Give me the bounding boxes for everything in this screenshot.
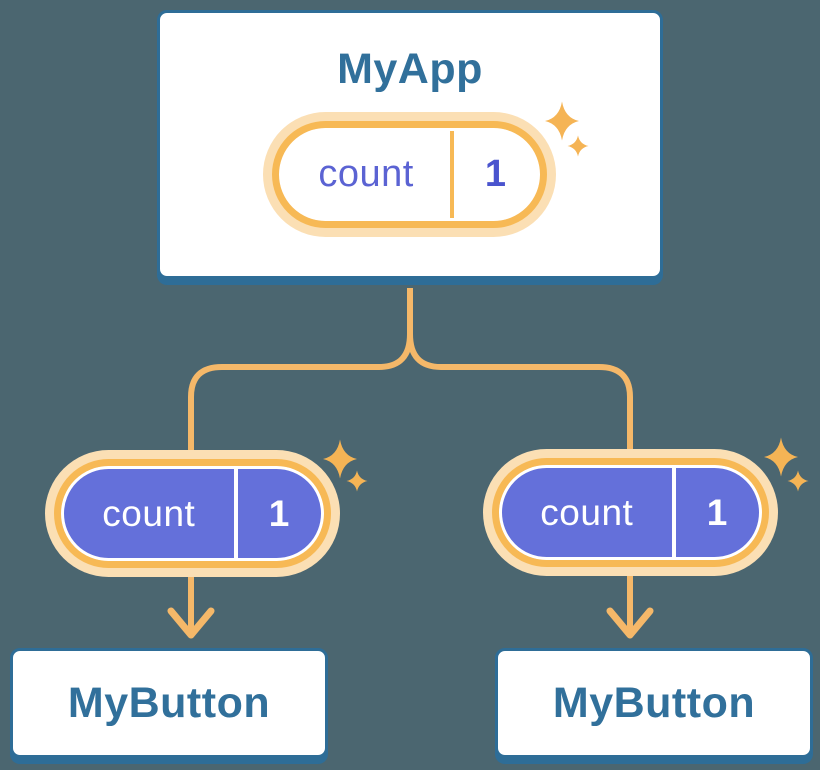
root-component-title: MyApp <box>337 45 483 93</box>
child-state-pill-left-body: count 1 <box>61 466 324 561</box>
state-name: count <box>540 491 634 533</box>
root-component-card: MyApp count 1 <box>157 10 663 279</box>
child-component-title: MyButton <box>67 678 271 727</box>
child-component-card-left: MyButton <box>10 648 328 758</box>
child-state-pill-right-body: count 1 <box>499 465 762 560</box>
child-state-pill-left-ring: count 1 <box>54 459 331 568</box>
child-component-card-right: MyButton <box>495 648 813 758</box>
child-state-pill-right: count 1 <box>483 449 778 576</box>
state-name: count <box>102 492 196 534</box>
pill-divider <box>671 468 676 557</box>
arrowhead-left-icon <box>167 607 215 639</box>
root-state-pill-ring: count 1 <box>272 121 547 228</box>
state-value: 1 <box>706 491 728 533</box>
child-state-pill-left: count 1 <box>45 450 340 577</box>
root-state-pill-body: count 1 <box>279 128 540 221</box>
child-component-title: MyButton <box>552 678 756 727</box>
pill-divider <box>450 131 455 218</box>
arrowhead-right-icon <box>606 607 654 639</box>
child-state-pill-right-ring: count 1 <box>492 458 769 567</box>
state-value: 1 <box>268 492 290 534</box>
state-value: 1 <box>484 153 507 195</box>
root-state-pill: count 1 <box>263 112 556 237</box>
state-name: count <box>318 153 414 195</box>
